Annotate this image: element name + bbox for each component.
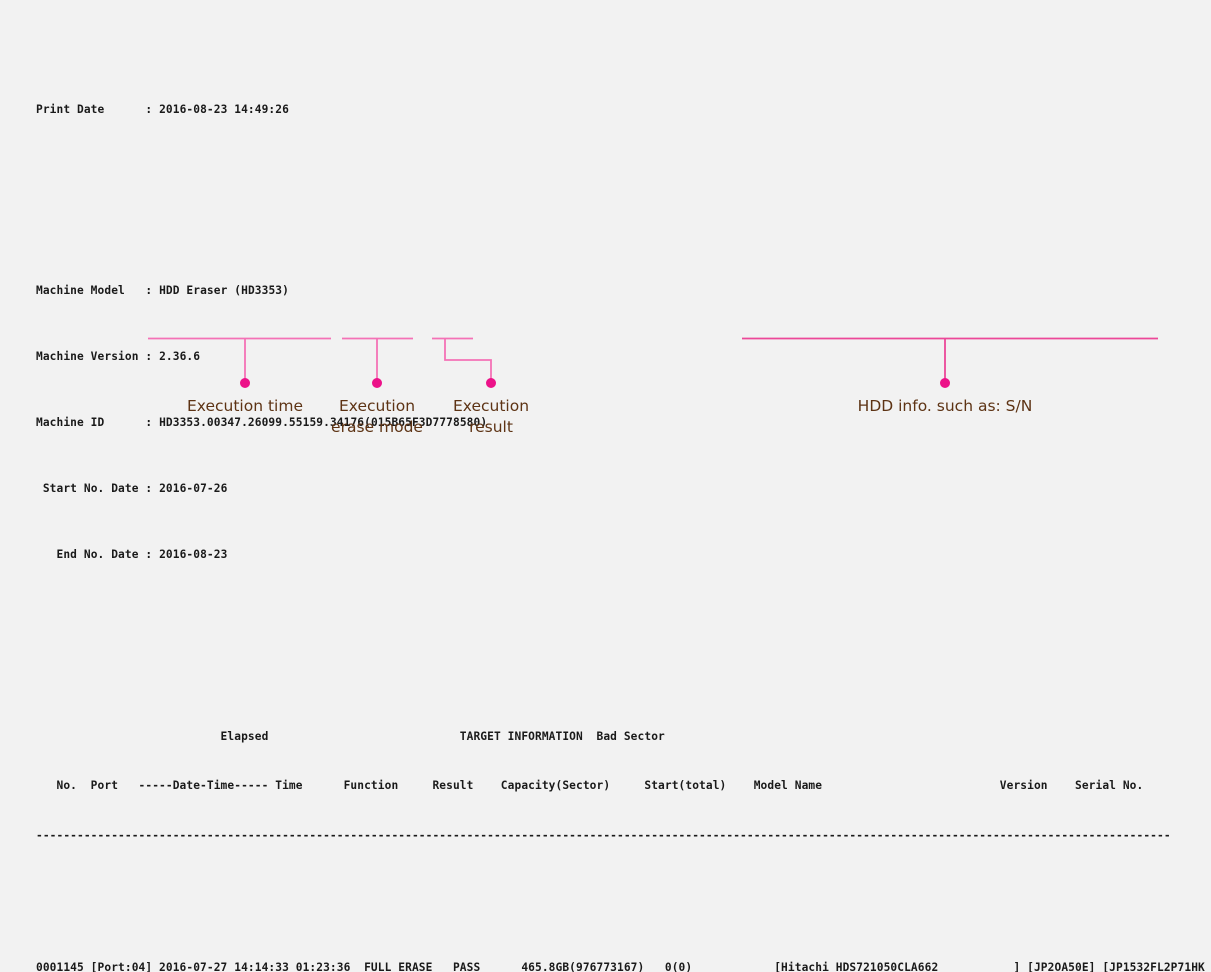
table-body: 0001145 [Port:04] 2016-07-27 14:14:33 01… (36, 960, 1211, 972)
table-header-row-1: Elapsed TARGET INFORMATION Bad Sector (36, 729, 1211, 746)
spacer-1 (36, 168, 1211, 185)
table-rule-top: ----------------------------------------… (36, 828, 1211, 845)
machine-id-line: Machine ID : HD3353.00347.26099.55159.34… (36, 415, 1211, 432)
spacer-2 (36, 217, 1211, 234)
machine-id-label: Machine ID (36, 416, 104, 429)
annotation-execution-time: Execution time (163, 396, 327, 417)
machine-version-value: 2.36.6 (159, 350, 200, 363)
annotation-hdd-info: HDD info. such as: S/N (835, 396, 1055, 417)
end-no-date-indent (36, 548, 57, 561)
print-date-line: Print Date : 2016-08-23 14:49:26 (36, 102, 1211, 119)
table-header-row-2: No. Port -----Date-Time----- Time Functi… (36, 778, 1211, 795)
spacer-5 (36, 894, 1211, 911)
erase-log-report: Print Date : 2016-08-23 14:49:26 Machine… (36, 52, 1211, 972)
end-no-date-pad (139, 548, 146, 561)
print-date-label: Print Date (36, 103, 104, 116)
end-no-date-space (152, 548, 159, 561)
machine-model-label: Machine Model (36, 284, 125, 297)
end-no-date-label: End No. Date (57, 548, 139, 561)
machine-model-pad (125, 284, 146, 297)
start-no-date-indent (36, 482, 43, 495)
machine-id-pad (104, 416, 145, 429)
machine-version-label: Machine Version (36, 350, 139, 363)
machine-model-value: HDD Eraser (HD3353) (159, 284, 289, 297)
print-date-value: 2016-08-23 14:49:26 (159, 103, 289, 116)
start-no-date-line: Start No. Date : 2016-07-26 (36, 481, 1211, 498)
machine-version-line: Machine Version : 2.36.6 (36, 349, 1211, 366)
machine-model-line: Machine Model : HDD Eraser (HD3353) (36, 283, 1211, 300)
print-date-pad (104, 103, 145, 116)
start-no-date-label: Start No. Date (43, 482, 139, 495)
end-no-date-separator: : (145, 548, 152, 561)
start-no-date-value: 2016-07-26 (159, 482, 227, 495)
annotation-execution-erase-mode: Execution erase mode (311, 396, 443, 438)
spacer-4 (36, 663, 1211, 680)
end-no-date-line: End No. Date : 2016-08-23 (36, 547, 1211, 564)
end-no-date-value: 2016-08-23 (159, 548, 227, 561)
spacer-3 (36, 613, 1211, 630)
annotation-execution-result: Execution result (437, 396, 545, 438)
